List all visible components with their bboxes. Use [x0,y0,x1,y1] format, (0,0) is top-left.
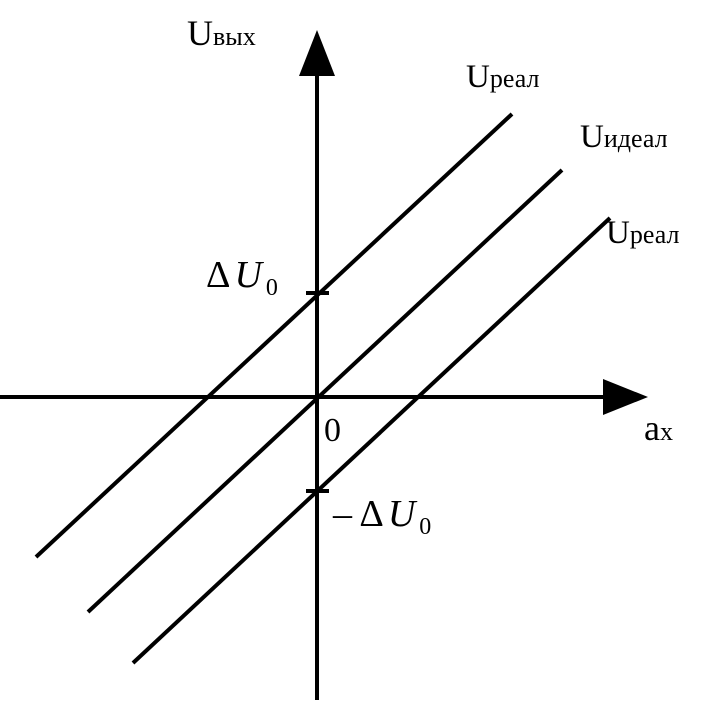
line-upper-label-main: U [466,59,490,95]
y-axis-label-main: U [187,13,213,53]
y-axis-label: Uвых [187,13,256,53]
x-axis-label-main: a [644,408,660,448]
line-lower-label: Uреал [606,215,679,251]
tick-lower-u: U [388,493,418,535]
line-upper-real [34,112,514,559]
line-upper-label: Uреал [466,59,539,95]
tick-upper-sub: 0 [266,275,278,301]
line-middle-label-main: U [580,119,604,155]
x-axis-label-sub: x [660,417,673,446]
y-axis-arrow-icon [299,30,335,76]
line-ideal [86,168,564,614]
x-axis-label: ax [644,408,673,448]
x-axis-arrow-icon [603,379,648,415]
line-lower-real [131,216,612,665]
tick-lower-sub: 0 [419,514,431,540]
line-lower-label-sub: реал [630,220,680,249]
line-middle-label: Uидеал [580,119,668,155]
tick-lower-delta: – Δ [332,493,384,535]
line-middle-label-sub: идеал [604,124,668,153]
y-axis-label-sub: вых [213,22,256,51]
tick-upper-delta: Δ [206,254,230,296]
origin-label: 0 [324,412,341,449]
line-lower-label-main: U [606,215,630,251]
tick-upper-u: U [234,254,264,296]
line-upper-label-sub: реал [490,64,540,93]
